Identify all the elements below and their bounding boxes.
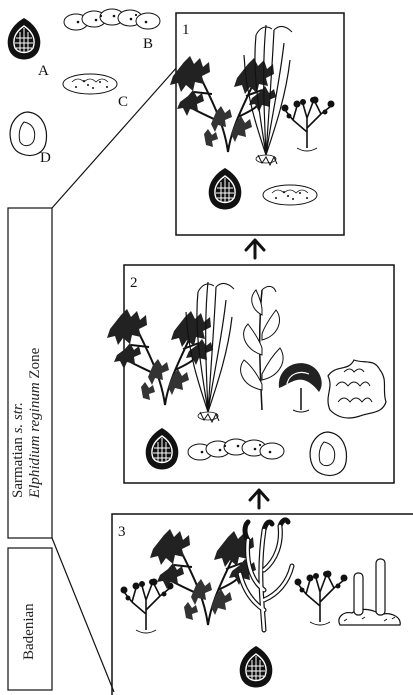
legend-label-d: D bbox=[40, 150, 51, 166]
badenian-label: Badenian bbox=[21, 603, 38, 660]
legend-label-b: B bbox=[143, 36, 153, 52]
badenian-stage: Badenian bbox=[21, 603, 37, 660]
foram-small-icon bbox=[63, 74, 117, 94]
sarmatian-stage: Sarmatian bbox=[10, 437, 26, 498]
arrow-up-icon bbox=[250, 490, 268, 508]
coralline-alga-icon bbox=[121, 579, 174, 634]
foram-small-icon bbox=[263, 185, 317, 205]
panel-1-number: 1 bbox=[182, 22, 190, 38]
arrow-up-icon bbox=[246, 240, 264, 258]
panel-3-number: 3 bbox=[118, 524, 126, 540]
foram-chain-icon bbox=[64, 9, 160, 30]
panel-3: 3 bbox=[112, 514, 413, 695]
panel-2-number: 2 bbox=[130, 275, 138, 291]
legend-label-c: C bbox=[118, 94, 128, 110]
ostracod-icon bbox=[10, 112, 46, 156]
ruffled-alga-icon bbox=[328, 360, 386, 418]
connector-line-lower bbox=[52, 538, 114, 692]
sarmatian-zone-label: Sarmatian s. str. Elphidium reginum Zone bbox=[10, 348, 44, 498]
ostracod-icon bbox=[310, 432, 346, 476]
sponge-tubes-icon bbox=[339, 559, 400, 625]
elphidium-shell-icon bbox=[240, 646, 273, 688]
panel-1: 1 bbox=[170, 13, 344, 235]
legend-label-a: A bbox=[38, 63, 49, 79]
legend: A B C D bbox=[8, 9, 160, 166]
panel-2: 2 bbox=[107, 265, 394, 483]
zone-species: Elphidium reginum bbox=[27, 382, 43, 498]
sarmatian-qualifier: s. str. bbox=[10, 402, 26, 433]
zone-word: Zone bbox=[27, 348, 43, 379]
elphidium-shell-icon bbox=[8, 18, 41, 60]
